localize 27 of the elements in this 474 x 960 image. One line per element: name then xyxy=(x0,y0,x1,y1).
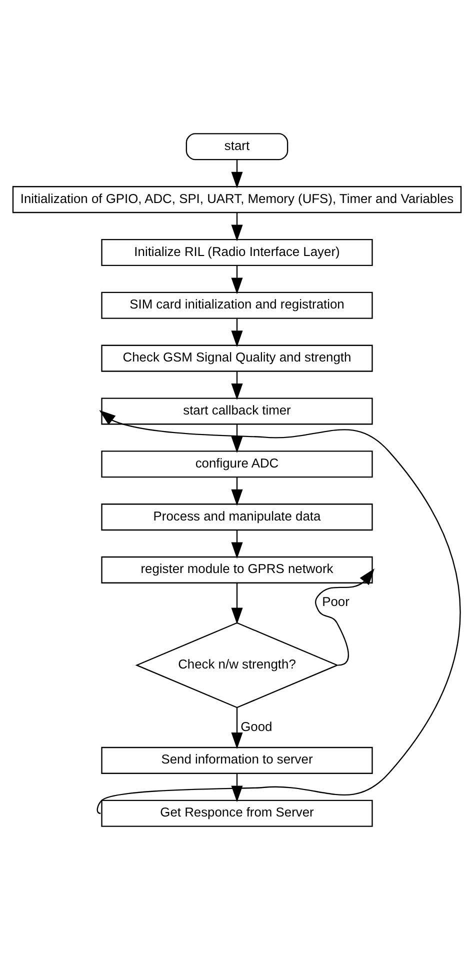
edge-label: Good xyxy=(240,718,272,734)
edge-label: Poor xyxy=(322,594,350,610)
arrow xyxy=(98,410,461,814)
node-box: Initialize RIL (Radio Interface Layer) xyxy=(101,238,373,266)
arrow xyxy=(231,318,243,348)
arrow xyxy=(231,478,243,506)
arrow xyxy=(231,582,243,624)
arrow xyxy=(231,424,243,453)
node-box: Get Responce from Server xyxy=(101,800,373,827)
node-diamond: Check n/w strength? xyxy=(135,622,339,708)
arrow xyxy=(231,530,243,559)
node-box: start xyxy=(186,133,288,160)
arrow xyxy=(231,212,243,242)
node-box: configure ADC xyxy=(101,450,373,478)
node-box: register module to GPRS network xyxy=(101,556,373,584)
node-box: Process and manipulate data xyxy=(101,504,373,531)
node-box: SIM card initialization and registration xyxy=(101,292,373,319)
arrow xyxy=(231,160,243,188)
arrow xyxy=(315,568,374,666)
arrow xyxy=(231,774,243,802)
node-box: start callback timer xyxy=(101,398,373,425)
arrow xyxy=(231,372,243,400)
node-box: Send information to server xyxy=(101,746,373,774)
arrow xyxy=(231,266,243,294)
node-box: Check GSM Signal Quality and strength xyxy=(101,344,373,372)
arrow xyxy=(231,708,243,749)
node-box: Initialization of GPIO, ADC, SPI, UART, Memory (UFS), Timer and Variables xyxy=(12,186,462,214)
